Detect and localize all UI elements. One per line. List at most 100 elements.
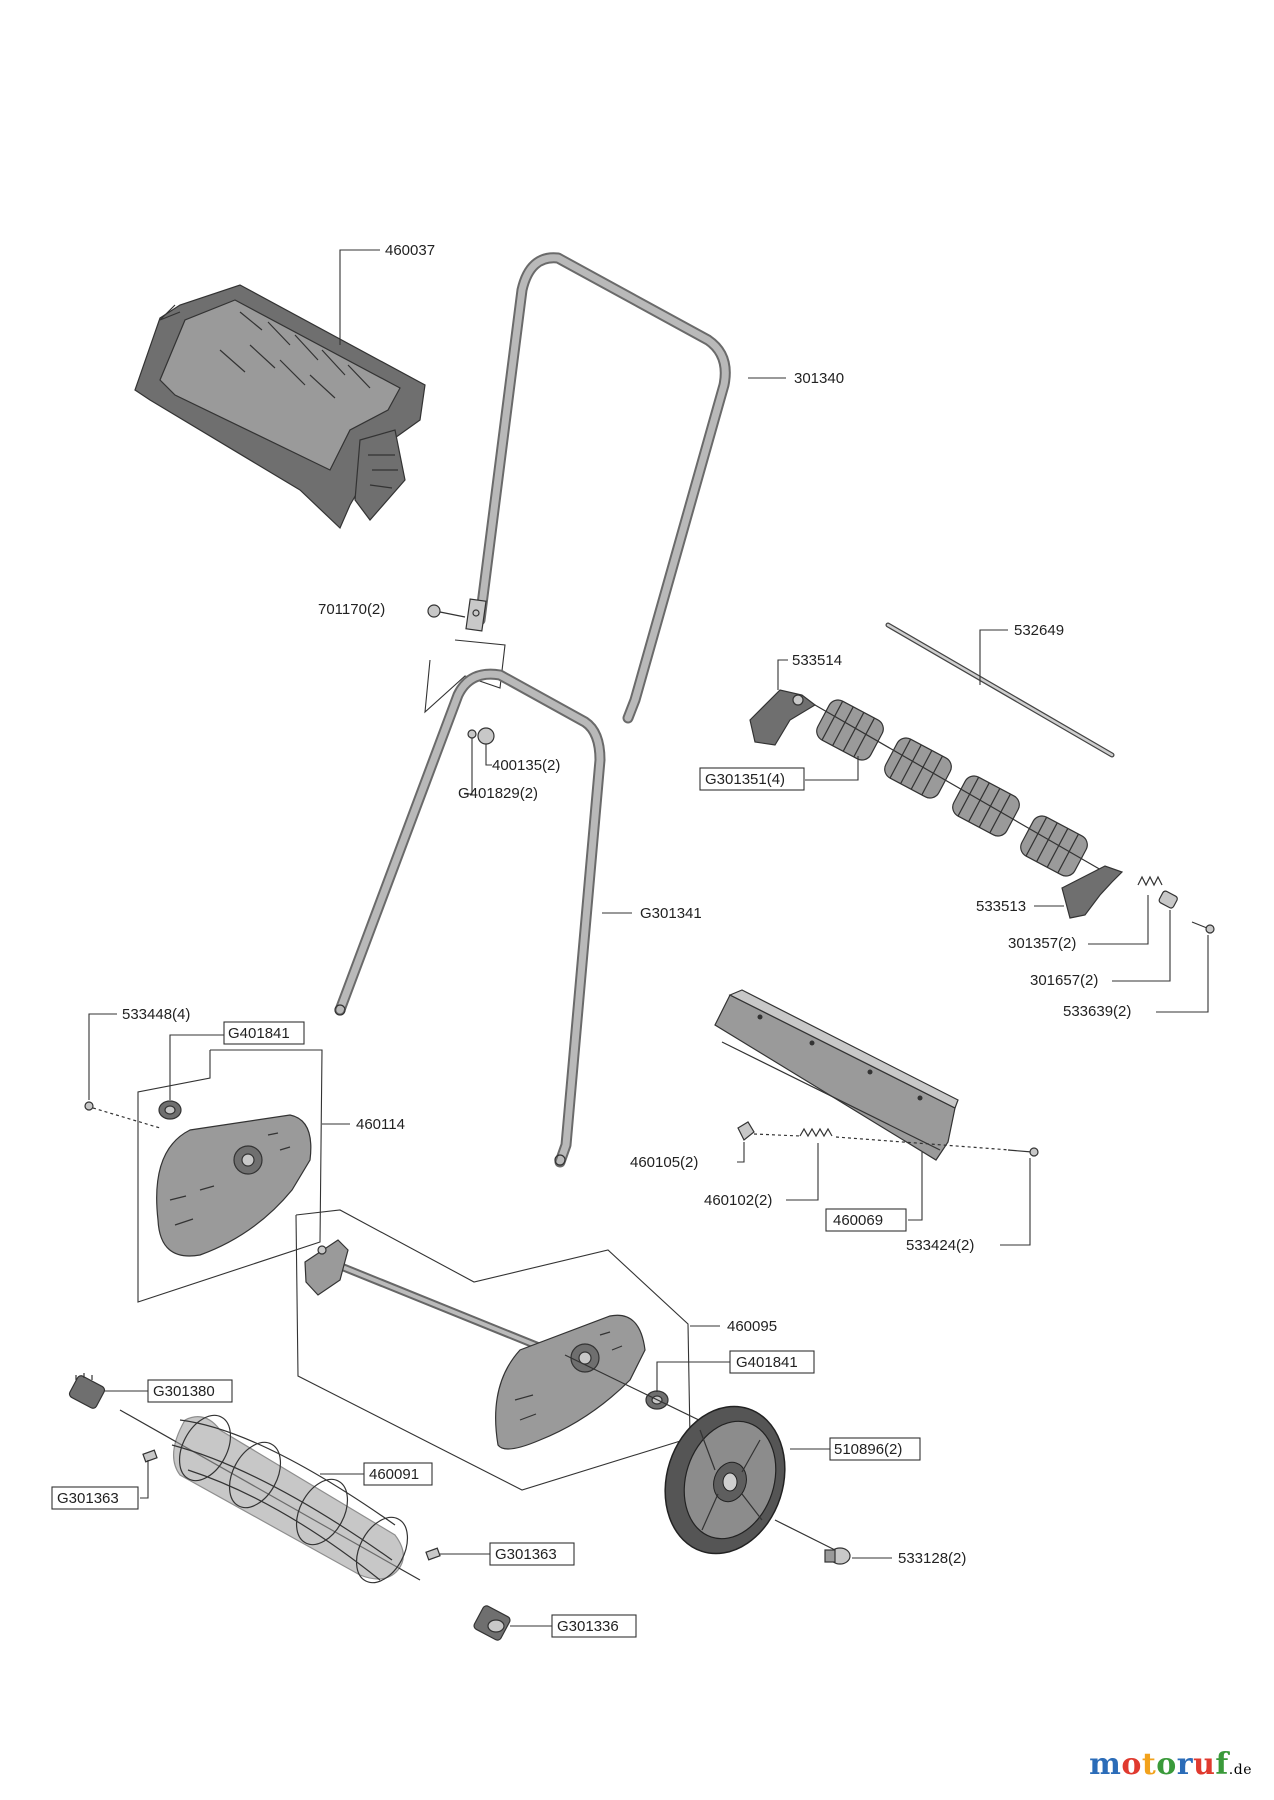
site-watermark-logo: motoruf.de xyxy=(1089,1747,1252,1782)
label-G301336: G301336 xyxy=(557,1618,619,1635)
label-box-G301351 xyxy=(699,767,805,791)
leader-701170: 701170(2) xyxy=(318,601,385,618)
label-301357: 301357(2) xyxy=(1008,935,1076,952)
label-533639: 533639(2) xyxy=(1063,1003,1131,1020)
spring-460102-part xyxy=(799,1127,1011,1151)
key-G301363-left-part xyxy=(142,1449,158,1463)
watermark-letter: o xyxy=(1121,1747,1142,1782)
label-400135: 400135(2) xyxy=(492,757,560,774)
label-701170: 701170(2) xyxy=(318,601,385,618)
label-box-460069 xyxy=(825,1208,907,1232)
bracket-533514-part xyxy=(749,689,817,746)
label-G301351: G301351(4) xyxy=(705,771,785,788)
label-533424: 533424(2) xyxy=(906,1237,974,1254)
label-G401841-left: G401841 xyxy=(228,1025,290,1042)
watermark-letter: t xyxy=(1141,1747,1157,1782)
leader-533128: 533128(2) xyxy=(852,1550,966,1567)
leader-532649: 532649 xyxy=(979,622,1064,685)
watermark-letter: f xyxy=(1215,1747,1229,1782)
label-G301363-right: G301363 xyxy=(495,1546,557,1563)
label-533514: 533514 xyxy=(792,652,842,669)
leader-460091: 460091 xyxy=(320,1462,433,1486)
bracket-533513-part xyxy=(1061,865,1124,919)
label-533448: 533448(4) xyxy=(122,1006,190,1023)
label-460105: 460105(2) xyxy=(630,1154,698,1171)
leader-533513: 533513 xyxy=(976,898,1064,915)
label-G401829: G401829(2) xyxy=(458,785,538,802)
watermark-letter: m xyxy=(1089,1747,1122,1782)
label-G301380: G301380 xyxy=(153,1383,215,1400)
label-460069: 460069 xyxy=(833,1212,883,1229)
label-box-G401841-left xyxy=(223,1021,305,1045)
label-460102: 460102(2) xyxy=(704,1192,772,1209)
leader-G401829: G401829(2) xyxy=(458,738,538,802)
grass-catcher-part xyxy=(134,284,426,530)
screw-533424-part xyxy=(1007,1147,1039,1157)
leader-460105: 460105(2) xyxy=(630,1142,745,1171)
bed-knife-part xyxy=(714,989,959,1161)
leader-G301351: G301351(4) xyxy=(699,756,859,791)
leader-G301363-right: G301363 xyxy=(440,1542,575,1566)
leader-533448: 533448(4) xyxy=(88,1006,190,1100)
label-510896: 510896(2) xyxy=(834,1441,902,1458)
leader-460114: 460114 xyxy=(322,1116,405,1133)
leader-G401841-left: G401841 xyxy=(169,1021,305,1100)
label-460091: 460091 xyxy=(369,1466,419,1483)
bearing-G401841-left-part xyxy=(158,1100,182,1120)
axle-assembly-part xyxy=(304,1239,646,1450)
leader-533424: 533424(2) xyxy=(906,1158,1031,1254)
label-460037: 460037 xyxy=(385,242,435,259)
watermark-letter: u xyxy=(1193,1747,1216,1782)
leader-301340: 301340 xyxy=(748,370,844,387)
watermark-tld: .de xyxy=(1228,1762,1252,1778)
leader-G301380: G301380 xyxy=(104,1379,233,1403)
label-box-G301363-left xyxy=(51,1486,139,1510)
pinion-G301380-part xyxy=(68,1373,106,1409)
nut-460105-part xyxy=(737,1121,801,1141)
leader-G301363-left: G301363 xyxy=(51,1460,149,1510)
rollers-G301351-part xyxy=(814,699,1116,879)
bushing-301657-part xyxy=(1158,890,1178,909)
handle-connection-frame xyxy=(424,639,506,714)
label-box-510896 xyxy=(829,1437,921,1461)
leader-460069: 460069 xyxy=(825,1152,923,1232)
label-533128: 533128(2) xyxy=(898,1550,966,1567)
screw-533639-part xyxy=(1191,921,1215,934)
leader-460037: 460037 xyxy=(339,242,435,345)
wheel-part xyxy=(664,1405,786,1555)
leader-301657: 301657(2) xyxy=(1030,910,1171,989)
cap-533128-part xyxy=(774,1519,851,1565)
leader-533514: 533514 xyxy=(777,652,842,690)
spring-301357-part xyxy=(1137,875,1163,887)
watermark-letter: o xyxy=(1156,1747,1177,1782)
leader-G401841-right: G401841 xyxy=(656,1350,815,1392)
axle-assembly-frame xyxy=(295,1209,691,1491)
label-box-G301336 xyxy=(551,1614,637,1638)
label-532649: 532649 xyxy=(1014,622,1064,639)
leader-G301336: G301336 xyxy=(510,1614,637,1638)
side-plate-left-frame xyxy=(137,1049,323,1303)
leader-G301341: G301341 xyxy=(602,905,702,922)
label-box-G301363-right xyxy=(489,1542,575,1566)
upper-handle-part xyxy=(465,252,731,724)
side-plate-left-part xyxy=(156,1114,312,1257)
leader-533639: 533639(2) xyxy=(1063,935,1209,1020)
label-460114: 460114 xyxy=(356,1116,405,1133)
label-G301341: G301341 xyxy=(640,905,702,922)
watermark-letters: motoruf xyxy=(1089,1747,1229,1782)
label-box-460091 xyxy=(363,1462,433,1486)
label-533513: 533513 xyxy=(976,898,1026,915)
reel-cylinder-part xyxy=(119,1409,421,1584)
leader-510896: 510896(2) xyxy=(790,1437,921,1461)
label-box-G401841-right xyxy=(729,1350,815,1374)
label-301657: 301657(2) xyxy=(1030,972,1098,989)
leader-400135: 400135(2) xyxy=(485,744,560,774)
leader-460095: 460095 xyxy=(690,1318,777,1335)
roller-rod-part xyxy=(885,622,1115,758)
label-460095: 460095 xyxy=(727,1318,777,1335)
leader-460102: 460102(2) xyxy=(704,1143,819,1209)
watermark-letter: r xyxy=(1176,1747,1194,1782)
lower-handle-part xyxy=(334,668,606,1168)
